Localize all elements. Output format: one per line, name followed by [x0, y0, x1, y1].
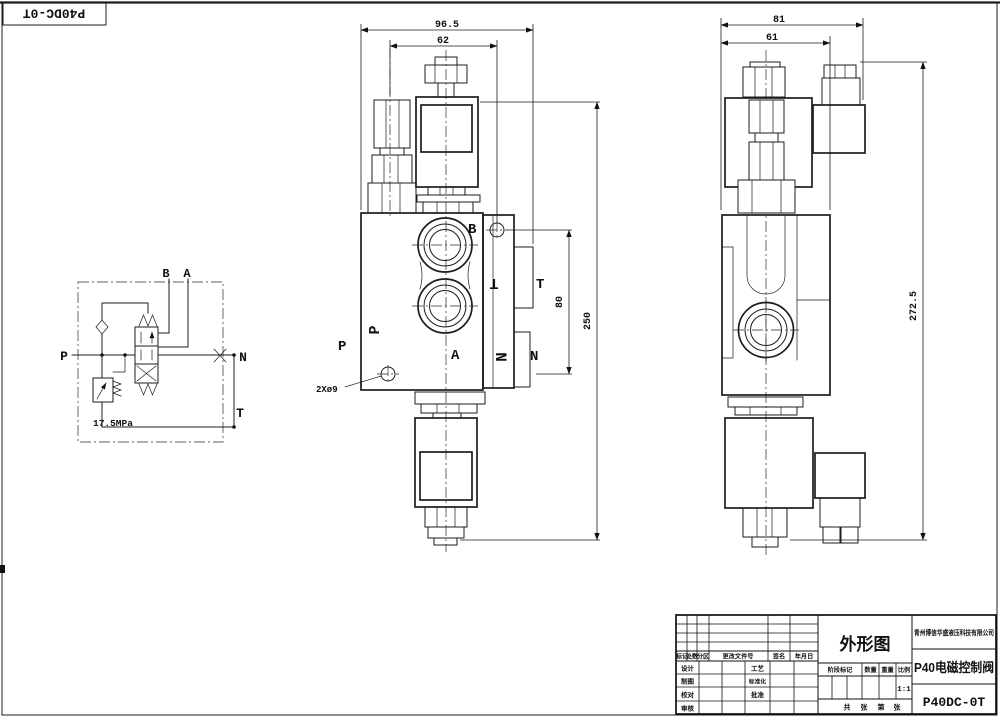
- info-header-stage: 阶段标记: [828, 666, 854, 674]
- rev-header-date: 年月日: [795, 653, 814, 661]
- front-dimensions: 96.5 62 250 80: [360, 20, 600, 541]
- schematic-pressure: 17.5MPa: [93, 418, 133, 429]
- sheet-total-unit: 张: [861, 703, 869, 712]
- company-name: 青州博信华盛液压科技有限公司: [914, 628, 994, 637]
- sheet-total-label: 共: [844, 703, 851, 712]
- side-top-solenoid: [724, 61, 813, 214]
- front-label-p: P: [338, 339, 346, 355]
- hydraulic-schematic: B A P: [60, 267, 247, 443]
- side-bottom-connector: [814, 452, 866, 544]
- rev-header-mark: 标记: [675, 653, 689, 661]
- front-stamp-t: T: [489, 274, 498, 291]
- role-check: 校对: [681, 690, 695, 699]
- sheet-page-unit: 张: [894, 703, 902, 712]
- side-dim-81: 81: [773, 15, 785, 26]
- schematic-port-p: P: [60, 349, 68, 364]
- front-dim-62: 62: [437, 36, 449, 47]
- side-dimensions: 81 61 272.5: [720, 15, 927, 541]
- role-process: 工艺: [751, 664, 765, 673]
- role-standard: 标准化: [748, 678, 767, 686]
- front-dim-96-5: 96.5: [435, 20, 459, 31]
- front-top-solenoid: [415, 56, 481, 214]
- front-stamp-p: P: [367, 325, 384, 334]
- front-relief-adjuster: [367, 99, 417, 214]
- side-dim-272-5: 272.5: [909, 291, 920, 321]
- product-name: P40电磁控制阀: [914, 660, 994, 675]
- role-review: 审核: [681, 704, 695, 713]
- role-design: 设计: [681, 664, 695, 673]
- front-valve-body: [344, 212, 534, 391]
- drawing-title: 外形图: [840, 634, 891, 654]
- role-approve: 批准: [751, 690, 765, 699]
- directional-valve-symbol: [134, 314, 158, 396]
- scale-value: 1:1: [897, 686, 911, 694]
- schematic-port-n: N: [239, 350, 247, 365]
- front-label-a: A: [451, 348, 460, 364]
- relief-valve-symbol: [92, 354, 126, 428]
- front-dim-250: 250: [583, 312, 594, 330]
- rev-header-docno: 更改文件号: [723, 653, 754, 661]
- front-label-t: T: [536, 277, 544, 293]
- rev-header-count: 处数: [685, 653, 699, 661]
- rev-header-sign: 签名: [772, 653, 785, 661]
- sheet-page-label: 第: [878, 703, 885, 712]
- front-stamp-n: N: [491, 352, 509, 362]
- info-header-weight: 重量: [881, 666, 894, 674]
- corner-model-box: P40DC-0T: [2, 2, 107, 26]
- rev-header-zone: 分区: [697, 653, 710, 661]
- info-header-scale: 比例: [898, 666, 910, 674]
- front-dim-80: 80: [555, 296, 566, 308]
- info-header-qty: 数量: [864, 666, 877, 674]
- check-valve-symbol: [95, 302, 149, 356]
- schematic-port-a: A: [183, 267, 191, 281]
- front-view: B T T P P A N N 2Xø9 96.5 62 250 80: [316, 20, 600, 552]
- side-bottom-solenoid: [724, 396, 814, 548]
- model-number: P40DC-0T: [923, 695, 986, 710]
- schematic-port-b: B: [162, 267, 169, 281]
- front-label-n: N: [530, 349, 538, 365]
- front-dim-holes: 2Xø9: [316, 385, 338, 395]
- front-label-b: B: [468, 222, 477, 238]
- title-block: 标记 处数 分区 更改文件号 签名 年月日 设计 制图 校对 审核 工艺 标准化…: [675, 614, 997, 715]
- schematic-port-t: T: [236, 406, 244, 421]
- side-top-connector: [812, 64, 866, 154]
- side-dim-61: 61: [766, 33, 778, 44]
- role-draft: 制图: [681, 677, 695, 686]
- side-view: 81 61 272.5: [720, 15, 927, 556]
- side-valve-body: [721, 214, 831, 396]
- front-bottom-solenoid: [414, 391, 486, 546]
- corner-model-text: P40DC-0T: [23, 6, 86, 21]
